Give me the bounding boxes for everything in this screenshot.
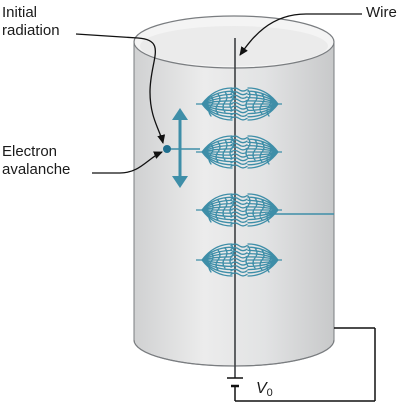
avalanche-cluster	[196, 135, 282, 169]
electron-avalanche-label-line2: avalanche	[2, 161, 71, 178]
wire-leader	[239, 13, 362, 56]
avalanche-cascade	[201, 243, 279, 277]
avalanche-cascade	[201, 87, 279, 121]
avalanche-cluster	[196, 87, 282, 121]
electron-avalanche-label: Electron avalanche	[2, 143, 70, 179]
avalanche-cluster	[196, 243, 282, 277]
voltage-label: V0	[256, 380, 273, 402]
ionization-point	[163, 145, 171, 153]
electron-avalanche-leader	[92, 151, 163, 174]
initial-radiation-label-line1: Initial	[2, 4, 38, 21]
avalanche-cascade	[201, 135, 279, 169]
initial-radiation-label: Initial radiation	[2, 4, 60, 40]
tube-top-inner-shade	[140, 26, 328, 66]
voltage-source-circuit	[227, 327, 376, 402]
voltage-subscript: 0	[266, 387, 273, 399]
avalanche-group	[196, 87, 282, 277]
avalanche-cluster	[196, 193, 282, 227]
initial-radiation-leader	[75, 33, 166, 144]
wire-label: Wire	[366, 4, 397, 21]
voltage-symbol: V	[256, 380, 267, 397]
initial-radiation-label-line2: radiation	[2, 22, 60, 39]
electron-avalanche-label-line1: Electron	[2, 143, 58, 160]
tube-bottom-rim	[133, 339, 335, 367]
avalanche-cascade	[201, 193, 279, 227]
electron-avalanche-arrow	[168, 108, 200, 188]
